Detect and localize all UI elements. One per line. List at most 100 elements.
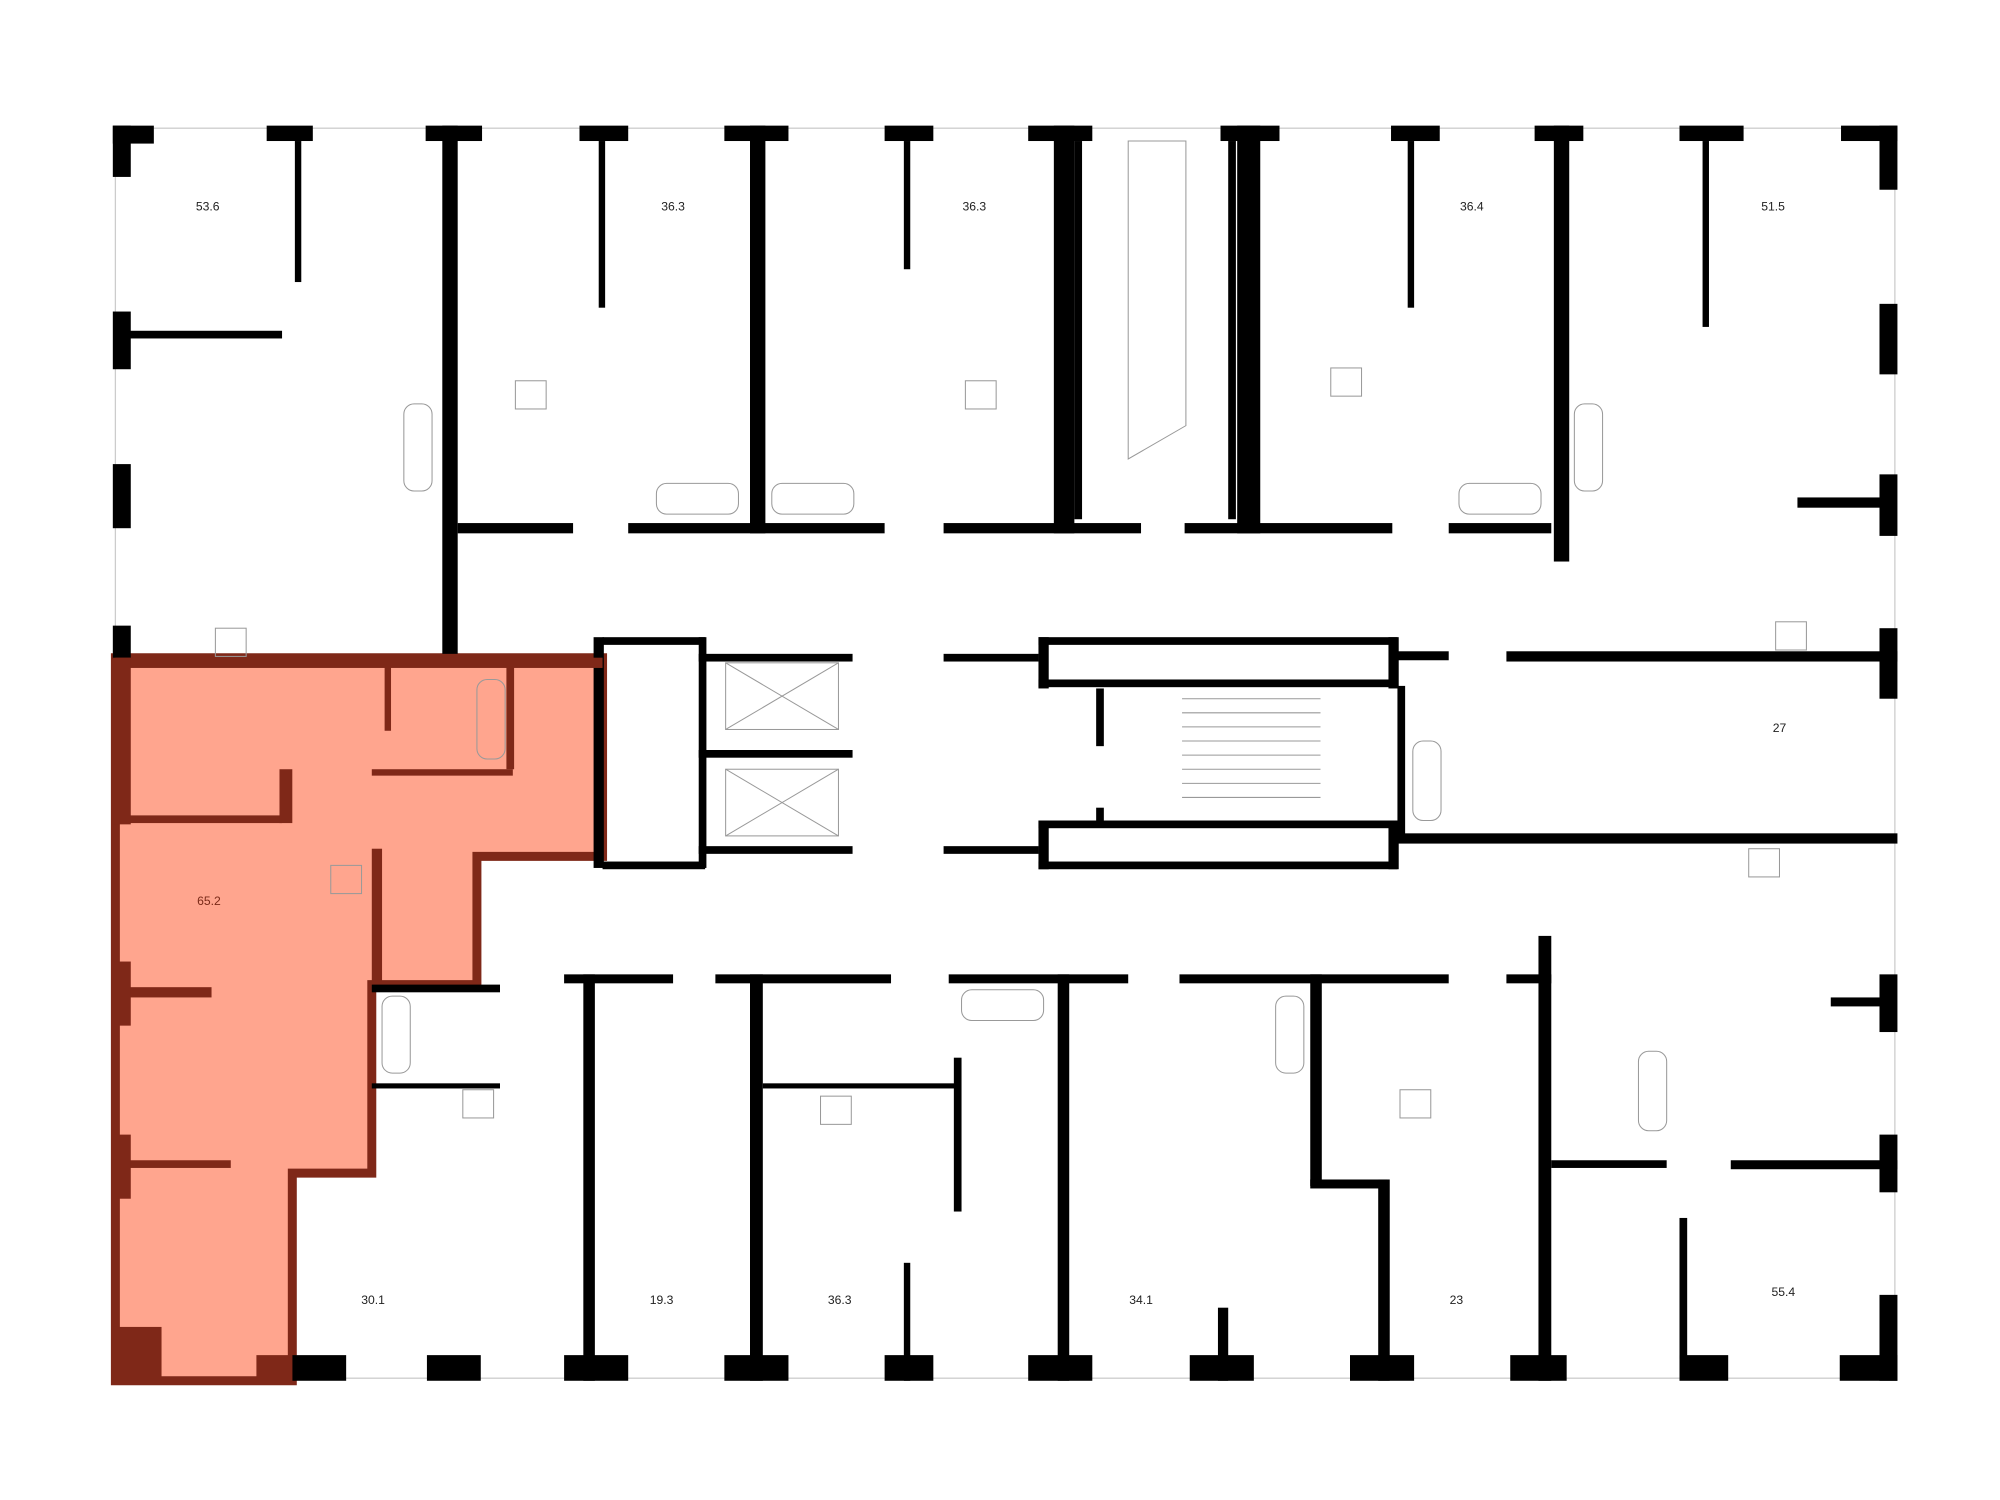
wall — [602, 861, 706, 870]
bathtub-icon — [381, 995, 411, 1074]
wall — [1879, 974, 1898, 1033]
highlighted-wall — [371, 848, 383, 984]
wall — [1310, 1179, 1388, 1189]
bathtub-icon — [1458, 482, 1542, 515]
wall — [1538, 935, 1552, 1381]
wall — [1879, 628, 1898, 699]
wall — [112, 625, 131, 659]
wall — [1228, 141, 1236, 520]
wall — [426, 1355, 481, 1381]
wall — [1702, 141, 1709, 327]
stove-icon — [820, 1095, 852, 1125]
wall — [903, 141, 911, 270]
wall — [1679, 125, 1744, 142]
wall — [1879, 303, 1898, 375]
wall — [1038, 637, 1398, 645]
apartment-area-label[interactable]: 36.3 — [963, 199, 987, 213]
wall — [1350, 1355, 1415, 1381]
wall — [112, 311, 131, 370]
wall — [1839, 1355, 1898, 1381]
highlighted-wall — [112, 1326, 162, 1381]
wall — [1096, 688, 1104, 747]
wall — [266, 125, 313, 142]
wall — [593, 637, 604, 868]
wall — [1038, 637, 1049, 689]
wall — [948, 974, 1129, 984]
apartment-highlight-65-2[interactable] — [110, 653, 608, 1386]
highlighted-wall — [112, 657, 131, 825]
wall — [1506, 651, 1898, 662]
apartment-area-label-selected[interactable]: 65.2 — [197, 894, 221, 908]
wall — [1730, 1160, 1898, 1170]
wall — [598, 141, 606, 308]
wall — [1310, 974, 1322, 1186]
wall — [698, 653, 853, 662]
wall — [1388, 820, 1399, 870]
wall — [1551, 1160, 1667, 1168]
apartment-area-label[interactable]: 23 — [1450, 1293, 1464, 1307]
wall — [1184, 523, 1393, 534]
wall — [457, 523, 574, 534]
wall — [1038, 861, 1398, 870]
bathtub-icon — [1573, 403, 1604, 492]
apartment-area-label[interactable]: 27 — [1773, 721, 1787, 735]
stove-icon — [514, 380, 547, 410]
wall — [294, 141, 302, 283]
bathtub-icon — [1637, 1050, 1668, 1132]
highlighted-wall — [279, 769, 293, 824]
wall — [1506, 974, 1552, 984]
wall — [371, 984, 500, 993]
fixtures — [214, 140, 1807, 1132]
wall — [750, 125, 766, 534]
elevator-icon — [725, 662, 839, 730]
wall — [1553, 125, 1570, 562]
wall — [943, 653, 1039, 662]
wall — [1391, 125, 1440, 142]
wall — [698, 846, 853, 854]
apartment-labels: 53.6 36.3 36.3 36.4 51.5 27 65.2 30.1 19… — [196, 199, 1796, 1307]
wall — [112, 464, 131, 529]
wall — [1074, 141, 1083, 520]
wall — [953, 1057, 962, 1212]
apartment-area-label[interactable]: 34.1 — [1129, 1293, 1153, 1307]
elevator-cross-icon — [725, 768, 839, 837]
apartment-area-label[interactable]: 53.6 — [196, 199, 220, 213]
stove-icon — [1748, 848, 1780, 878]
wall — [292, 1355, 347, 1381]
wall — [1397, 833, 1898, 844]
apartment-area-label[interactable]: 36.4 — [1460, 199, 1484, 213]
stove-icon — [330, 864, 363, 895]
apartment-area-label[interactable]: 30.1 — [361, 1293, 385, 1307]
walls — [112, 125, 1898, 1381]
apartment-area-label[interactable]: 36.3 — [661, 199, 685, 213]
wall — [1879, 1134, 1898, 1193]
apartment-area-label[interactable]: 51.5 — [1761, 199, 1785, 213]
wall — [884, 1355, 934, 1381]
wall — [579, 125, 629, 142]
wall — [1028, 1355, 1093, 1381]
wall — [762, 1083, 956, 1089]
wall — [1679, 1217, 1688, 1359]
wall — [564, 974, 674, 984]
wall — [1679, 1355, 1729, 1381]
wall — [1057, 974, 1070, 1381]
apartment-area-label[interactable]: 55.4 — [1771, 1285, 1795, 1299]
wall — [750, 974, 763, 1381]
wall — [602, 637, 706, 645]
wall — [128, 330, 283, 339]
highlighted-wall — [115, 657, 603, 668]
apartment-area-label[interactable]: 19.3 — [650, 1293, 674, 1307]
highlighted-wall — [128, 987, 212, 998]
elevator-icon — [725, 768, 839, 837]
wall — [1378, 1179, 1390, 1381]
apartment-area-label[interactable]: 36.3 — [828, 1293, 852, 1307]
wall — [1038, 679, 1398, 688]
wall — [628, 523, 885, 534]
stove-icon — [1330, 367, 1363, 397]
highlighted-wall — [256, 1355, 293, 1381]
bathtub-icon — [771, 482, 855, 515]
bathtub-icon — [1412, 740, 1442, 822]
highlighted-wall — [384, 666, 392, 731]
stove-icon — [1775, 621, 1807, 651]
wall — [724, 1355, 789, 1381]
